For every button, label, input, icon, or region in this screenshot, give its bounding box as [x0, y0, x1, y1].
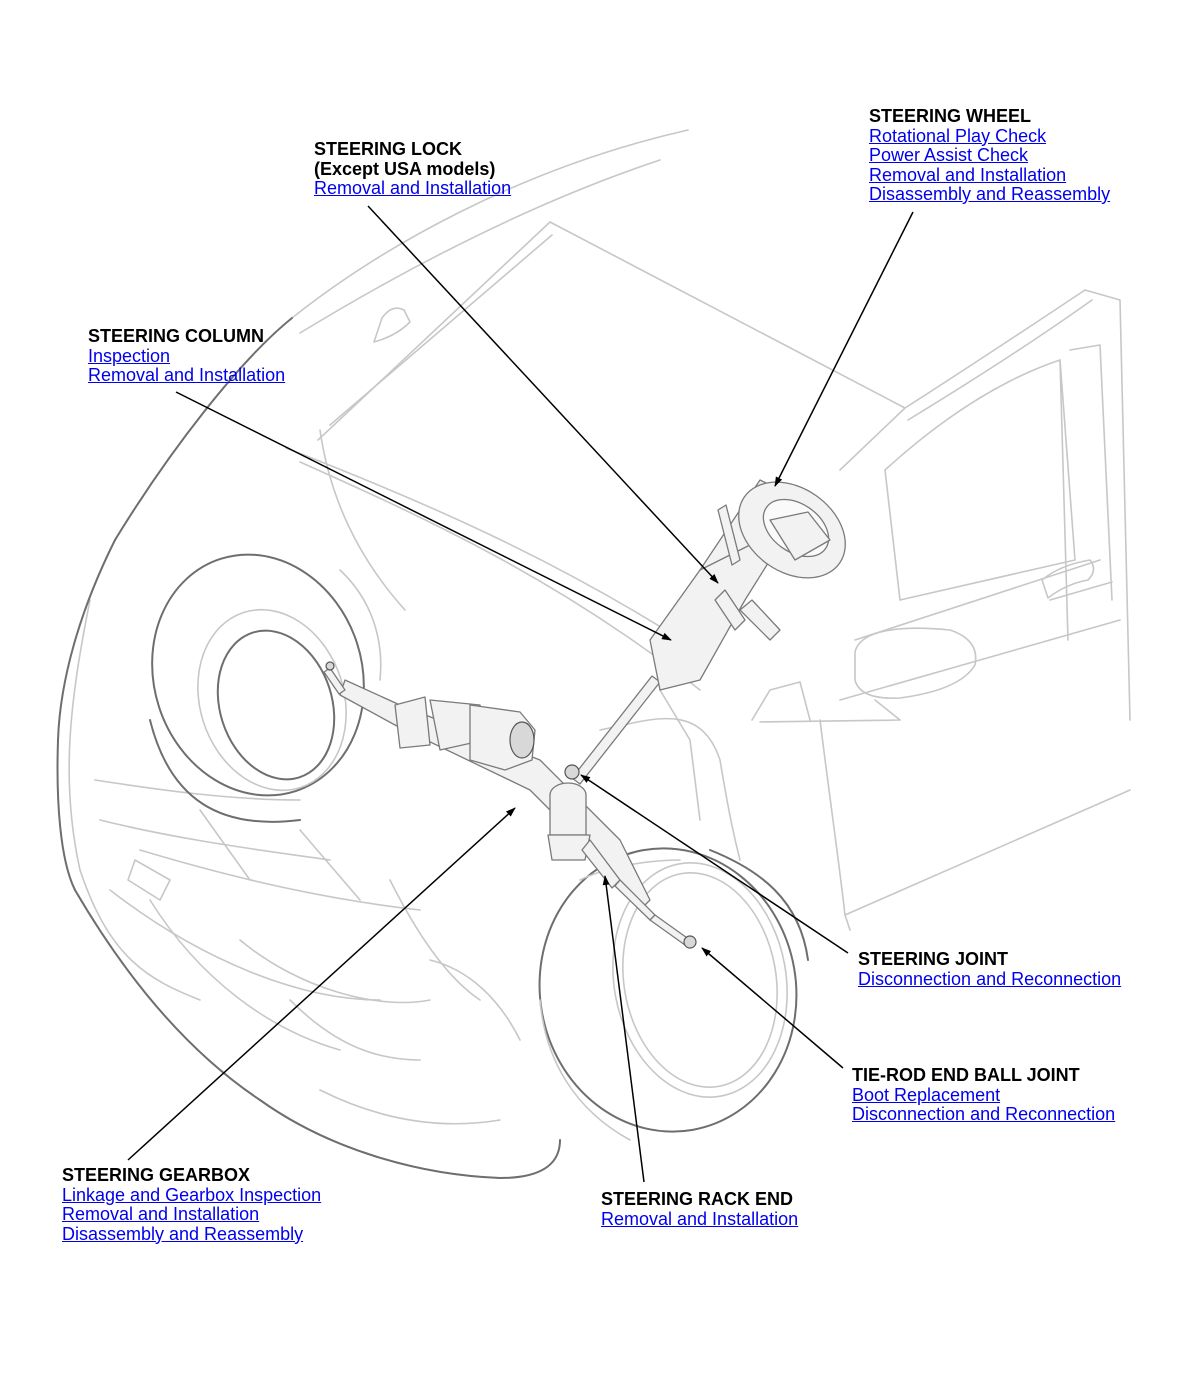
link-power-assist-check[interactable]: Power Assist Check: [869, 145, 1029, 165]
link-linkage-gearbox-inspection[interactable]: Linkage and Gearbox Inspection: [62, 1184, 322, 1205]
link-steering-column-removal-installation[interactable]: Removal and Installation: [88, 365, 286, 385]
callout-steering-column: STEERING COLUMN Inspection Removal and I…: [88, 326, 286, 386]
steering-joint-title: STEERING JOINT: [858, 949, 1009, 969]
link-steering-wheel-removal-installation[interactable]: Removal and Installation: [869, 164, 1067, 185]
steering-column-title: STEERING COLUMN: [88, 326, 265, 346]
left-front-tire: [149, 553, 382, 823]
right-front-tire: [538, 847, 809, 1141]
link-steering-joint-disconnection-reconnection[interactable]: Disconnection and Reconnection: [858, 968, 1122, 989]
leader-tie-rod-end: [701, 947, 844, 1069]
link-boot-replacement[interactable]: Boot Replacement: [852, 1084, 1001, 1105]
callout-steering-rack-end: STEERING RACK END Removal and Installati…: [601, 1189, 799, 1229]
leader-steering-wheel: [774, 211, 914, 487]
callout-steering-joint: STEERING JOINT Disconnection and Reconne…: [858, 949, 1122, 989]
steering-components: [323, 479, 846, 949]
link-tie-rod-disconnection-reconnection[interactable]: Disconnection and Reconnection: [852, 1104, 1116, 1124]
steering-lock-title: STEERING LOCK: [314, 139, 463, 159]
leader-lines: [127, 205, 914, 1183]
link-steering-wheel-disassembly-reassembly[interactable]: Disassembly and Reassembly: [869, 184, 1111, 204]
steering-lock-subtitle: (Except USA models): [314, 158, 496, 179]
leader-steering-rack-end: [602, 875, 645, 1183]
link-steering-gearbox-disassembly-reassembly[interactable]: Disassembly and Reassembly: [62, 1223, 304, 1244]
callout-steering-lock: STEERING LOCK (Except USA models) Remova…: [314, 139, 512, 199]
link-steering-column-inspection[interactable]: Inspection: [88, 345, 171, 366]
link-steering-rack-end-removal-installation[interactable]: Removal and Installation: [601, 1208, 799, 1229]
leader-steering-column: [175, 391, 672, 641]
steering-gearbox-title: STEERING GEARBOX: [62, 1165, 251, 1185]
link-steering-lock-removal-installation[interactable]: Removal and Installation: [314, 178, 512, 198]
leader-steering-joint: [580, 774, 849, 954]
leader-steering-lock: [367, 205, 719, 584]
car-body-outline: [56, 129, 1131, 1179]
steering-rack-end-title: STEERING RACK END: [601, 1189, 794, 1209]
callout-steering-wheel: STEERING WHEEL Rotational Play Check Pow…: [869, 106, 1111, 205]
callout-tie-rod-end-ball-joint: TIE-ROD END BALL JOINT Boot Replacement …: [852, 1065, 1116, 1125]
link-steering-gearbox-removal-installation[interactable]: Removal and Installation: [62, 1204, 260, 1224]
leader-steering-gearbox: [127, 807, 516, 1161]
tie-rod-end-title: TIE-ROD END BALL JOINT: [852, 1065, 1080, 1085]
callout-steering-gearbox: STEERING GEARBOX Linkage and Gearbox Ins…: [62, 1165, 322, 1244]
link-rotational-play-check[interactable]: Rotational Play Check: [869, 125, 1047, 146]
steering-wheel-title: STEERING WHEEL: [869, 106, 1032, 126]
